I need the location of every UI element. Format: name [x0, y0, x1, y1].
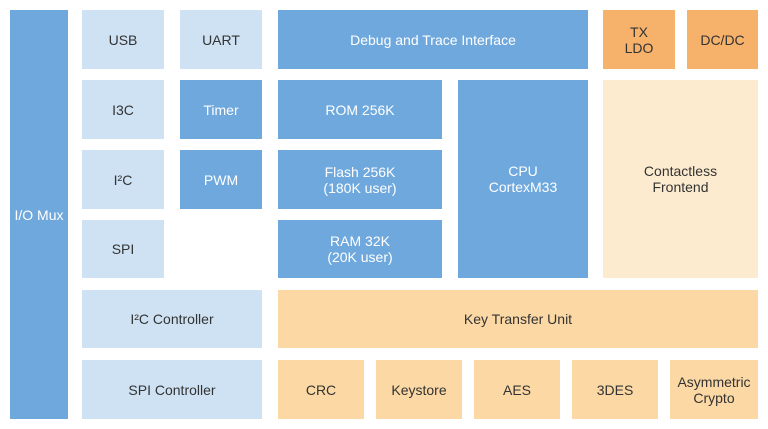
tx-ldo-label: TX LDO — [624, 23, 654, 56]
3des-block: 3DES — [572, 360, 658, 419]
spi-controller-label: SPI Controller — [128, 381, 216, 398]
i2c-label: I²C — [113, 171, 133, 188]
crc-block: CRC — [278, 360, 364, 419]
flash-label: Flash 256K (180K user) — [323, 163, 397, 196]
spi-block: SPI — [82, 220, 164, 278]
flash-block: Flash 256K (180K user) — [278, 150, 442, 209]
pwm-block: PWM — [180, 150, 262, 209]
tx-ldo-block: TX LDO — [603, 10, 675, 69]
key-transfer-unit-block: Key Transfer Unit — [278, 290, 758, 348]
ram-label: RAM 32K (20K user) — [327, 233, 393, 265]
dcdc-block: DC/DC — [687, 10, 758, 69]
io-mux-label: I/O Mux — [14, 206, 64, 223]
rom-label: ROM 256K — [325, 101, 395, 118]
debug-trace-block: Debug and Trace Interface — [278, 10, 588, 69]
cpu-block: CPU CortexM33 — [458, 80, 588, 278]
3des-label: 3DES — [596, 381, 634, 398]
timer-block: Timer — [180, 80, 262, 139]
usb-label: USB — [108, 31, 138, 48]
cpu-label: CPU CortexM33 — [488, 163, 558, 195]
usb-block: USB — [82, 10, 164, 69]
contactless-frontend-label: Contactless Frontend — [643, 163, 718, 195]
keystore-block: Keystore — [376, 360, 462, 419]
debug-trace-label: Debug and Trace Interface — [350, 31, 516, 48]
spi-label: SPI — [111, 241, 135, 257]
contactless-frontend-block: Contactless Frontend — [603, 80, 758, 278]
i2c-block: I²C — [82, 150, 164, 209]
uart-block: UART — [180, 10, 262, 69]
asymmetric-crypto-label: Asymmetric Crypto — [677, 373, 751, 406]
spi-controller-block: SPI Controller — [82, 360, 262, 419]
i3c-label: I3C — [112, 101, 134, 118]
dcdc-label: DC/DC — [700, 31, 745, 48]
i3c-block: I3C — [82, 80, 164, 139]
timer-label: Timer — [203, 101, 239, 118]
i2c-controller-label: I²C Controller — [130, 311, 214, 327]
rom-block: ROM 256K — [278, 80, 442, 139]
ram-block: RAM 32K (20K user) — [278, 220, 442, 278]
aes-block: AES — [474, 360, 560, 419]
io-mux-block: I/O Mux — [10, 10, 68, 419]
aes-label: AES — [502, 381, 531, 398]
crc-label: CRC — [305, 381, 337, 398]
uart-label: UART — [202, 31, 240, 48]
asymmetric-crypto-block: Asymmetric Crypto — [670, 360, 758, 419]
keystore-label: Keystore — [391, 381, 447, 398]
key-transfer-unit-label: Key Transfer Unit — [463, 311, 573, 327]
i2c-controller-block: I²C Controller — [82, 290, 262, 348]
pwm-label: PWM — [203, 171, 239, 188]
